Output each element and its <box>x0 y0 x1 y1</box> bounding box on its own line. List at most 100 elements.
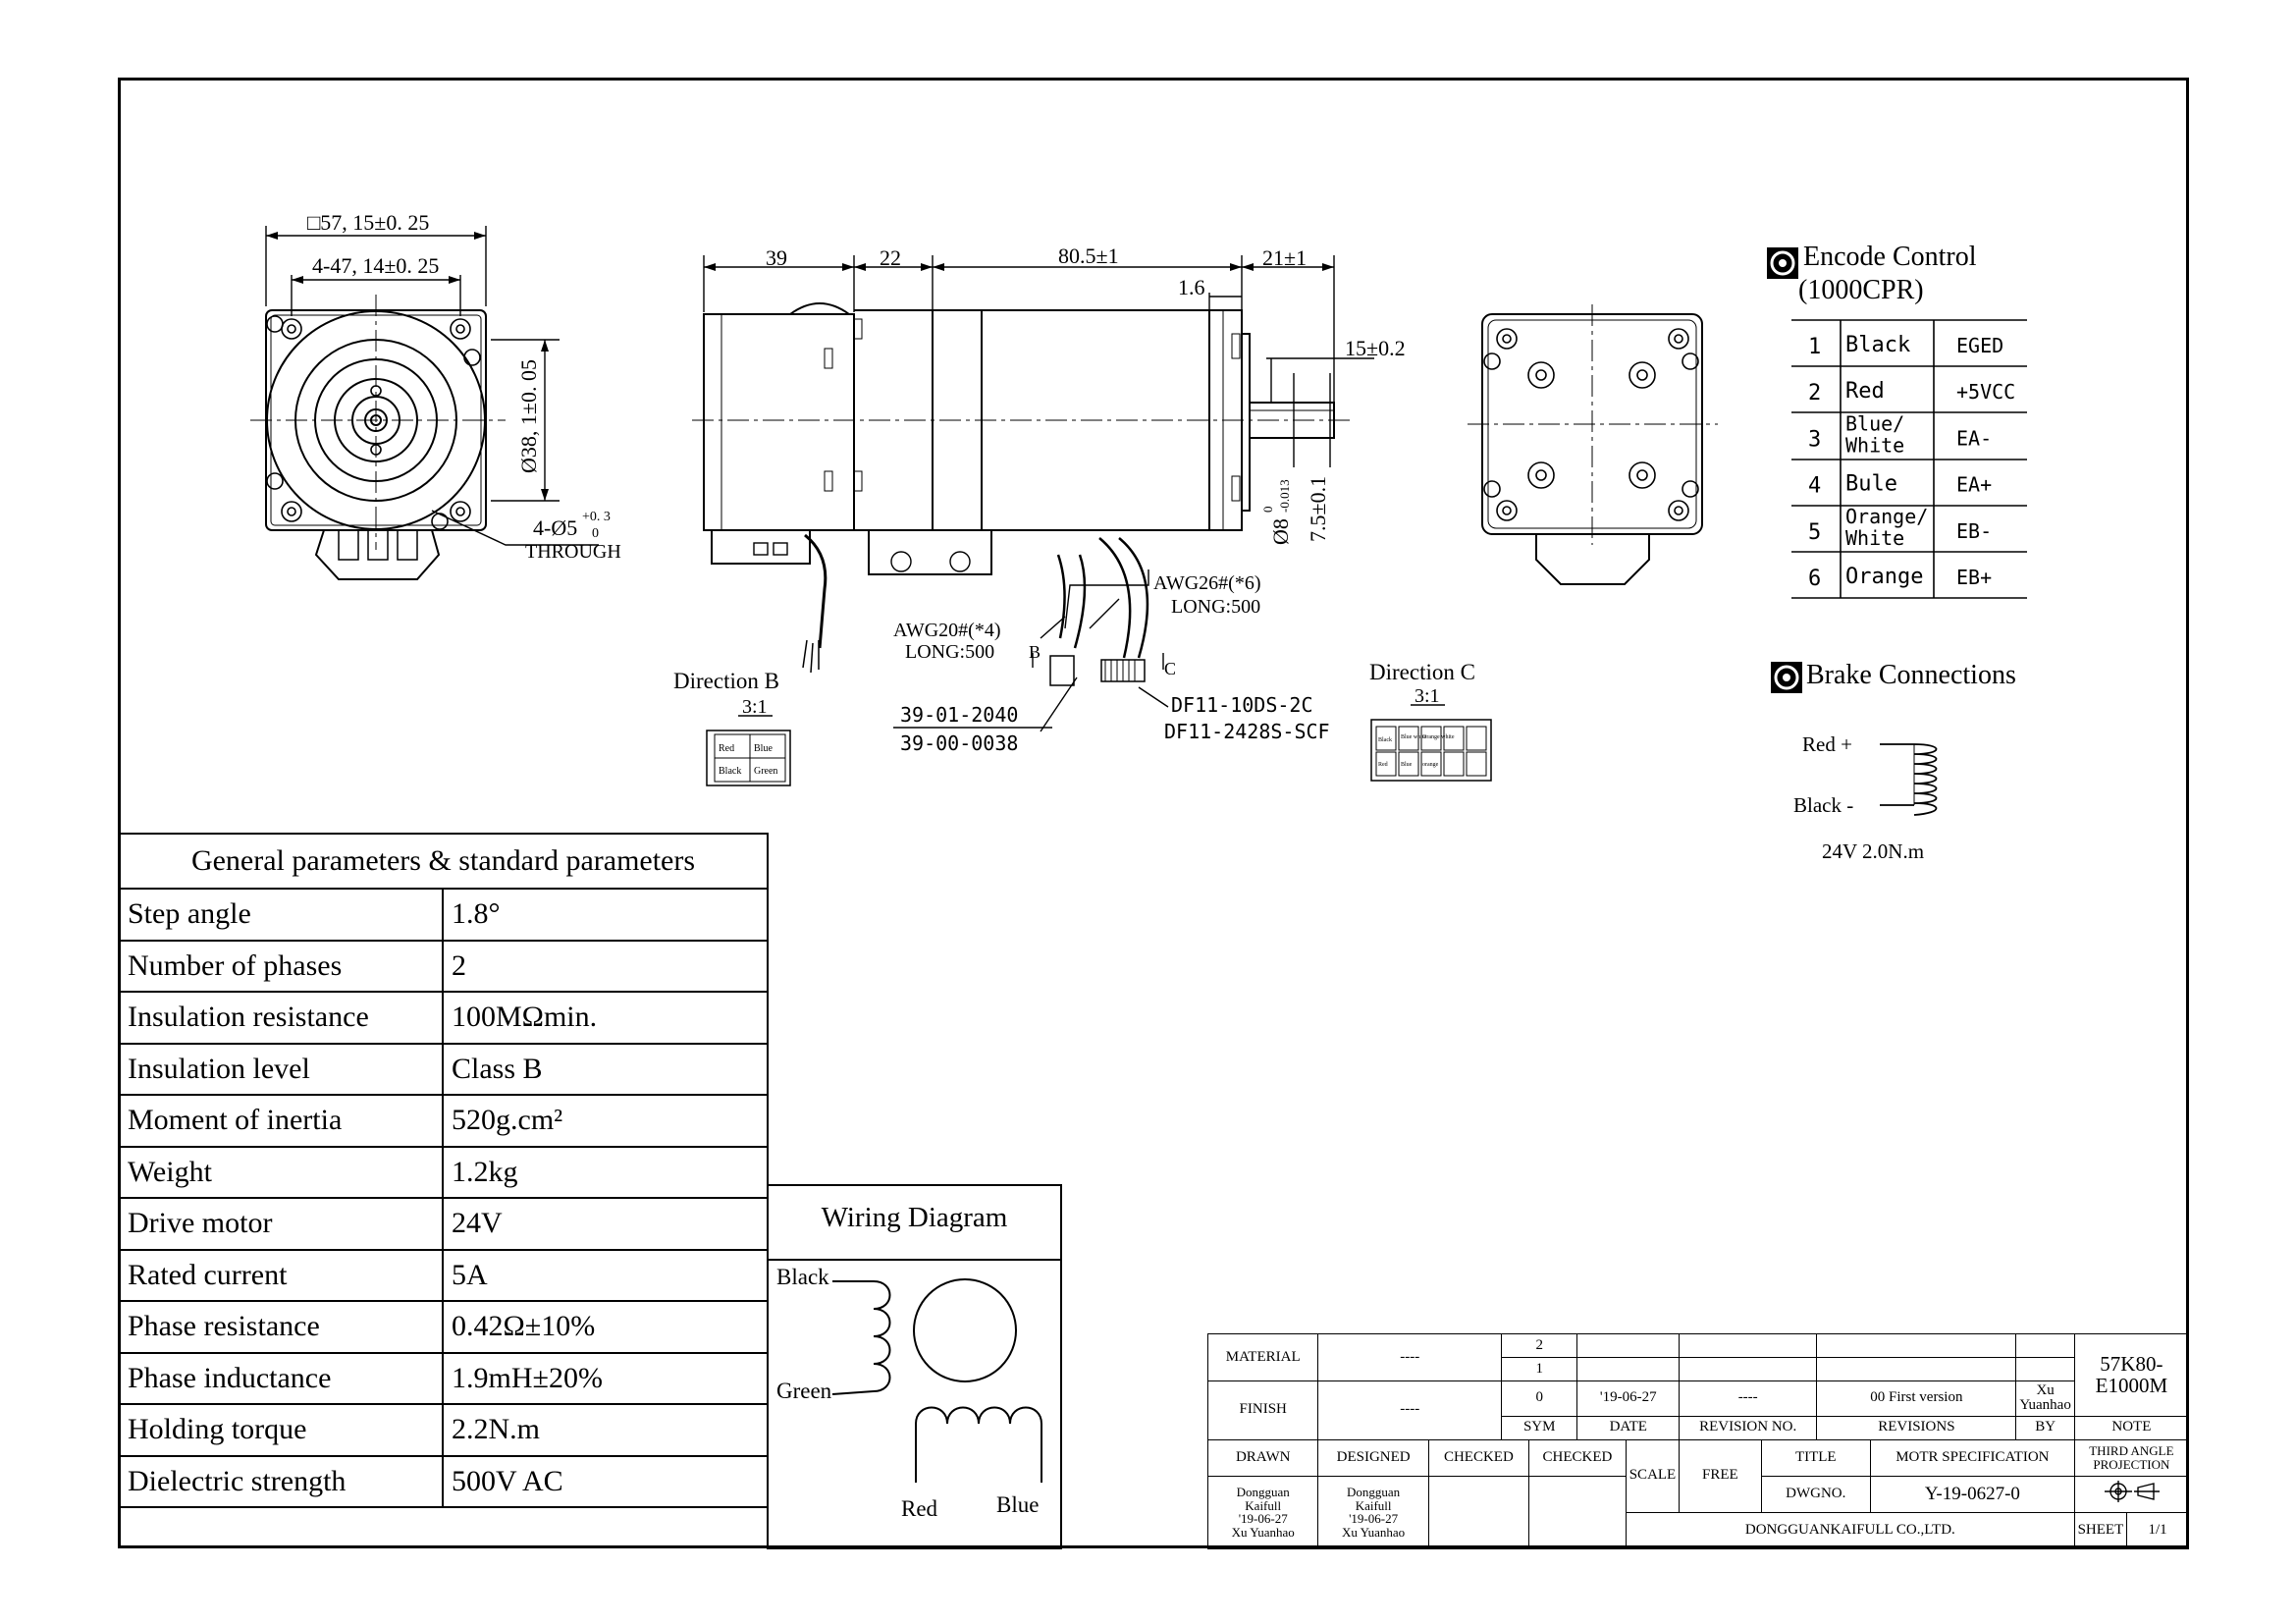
brake-coil <box>1880 743 1938 816</box>
parameter-value: 1.8° <box>442 888 769 942</box>
conn1-label-a: 39-01-2040 <box>900 703 1018 727</box>
dir-c-pin-3: Orange white <box>1422 734 1455 740</box>
encoder-signal: EA+ <box>1956 473 1992 497</box>
parameter-name: Number of phases <box>118 939 444 993</box>
wiring-diagram: Wiring Diagram Black Green Red Blue <box>767 1184 1062 1549</box>
dir-c-pin-2: Blue white <box>1401 734 1426 740</box>
projection-label: THIRD ANGLE PROJECTION <box>2073 1438 2190 1477</box>
parameter-name: Step angle <box>118 888 444 942</box>
encoder-wire-color-2: White <box>1845 433 1904 457</box>
scale-value: FREE <box>1679 1438 1762 1513</box>
wiring-symbols <box>831 1278 1042 1483</box>
dim-22-text: 22 <box>880 245 901 270</box>
direction-c-scale: 3:1 <box>1415 685 1440 707</box>
encoder-pin-number: 3 <box>1808 427 1821 452</box>
dim-shaft-tol-minus: -0.013 <box>1277 479 1292 513</box>
view-marker-b: B <box>1029 642 1041 662</box>
designed-by-line-3: '19-06-27 <box>1349 1511 1399 1527</box>
scale-label: SCALE <box>1625 1438 1681 1513</box>
encoder-target-icon <box>1767 247 1798 279</box>
parameter-value: 100MΩmin. <box>442 991 769 1045</box>
cable2-label-b: LONG:500 <box>905 641 994 663</box>
parameter-name: Insulation resistance <box>118 991 444 1045</box>
encoder-pin-number: 6 <box>1808 567 1821 591</box>
encoder-signal: EGED <box>1956 334 2003 357</box>
encoder-title: Encode Control <box>1803 242 1977 272</box>
encoder-pin-number: 5 <box>1808 520 1821 545</box>
header-date: DATE <box>1576 1415 1681 1440</box>
material-value: ---- <box>1317 1332 1503 1382</box>
front-view: □57, 15±0. 25 4-47, 14±0. 25 Ø38, 1±0. 0… <box>250 210 621 580</box>
dim-16-text: 1.6 <box>1178 275 1205 299</box>
dim-flat-text: 15±0.2 <box>1345 336 1406 360</box>
rotor-circle <box>913 1278 1017 1382</box>
parameter-name: Rated current <box>118 1248 444 1302</box>
dim-flat-depth-text: 7.5±0.1 <box>1306 476 1330 542</box>
dim-holes-text: 4-47, 14±0. 25 <box>312 253 439 278</box>
brake-plus-label: Red + <box>1802 732 1852 756</box>
wiring-label-red: Red <box>901 1496 938 1521</box>
phase-a-coil <box>831 1280 891 1395</box>
parameter-value: 24V <box>442 1197 769 1251</box>
header-note: NOTE <box>2073 1415 2190 1440</box>
designed-label: DESIGNED <box>1317 1438 1429 1477</box>
rear-view <box>1468 304 1718 585</box>
title-value: MOTR SPECIFICATION <box>1869 1438 2075 1477</box>
rev0-number: ---- <box>1679 1380 1818 1417</box>
finish-label: FINISH <box>1206 1380 1319 1440</box>
rev-sym-2: 2 <box>1501 1332 1578 1359</box>
rev-sym-1: 1 <box>1501 1357 1578 1382</box>
dim-shaft-text: 21±1 <box>1262 245 1307 270</box>
title-label: TITLE <box>1760 1438 1871 1477</box>
projection-icon <box>2105 1481 2161 1503</box>
dir-b-pin-red: Red <box>719 743 734 754</box>
encoder-wire-color: Orange/ <box>1845 505 1928 528</box>
dim-pilot-text: Ø38, 1±0. 05 <box>516 359 541 473</box>
conn1-label-b: 39-00-0038 <box>900 731 1018 755</box>
header-revision-no: REVISION NO. <box>1679 1415 1818 1440</box>
conn2-label-a: DF11-10DS-2C <box>1171 693 1313 717</box>
cable2-label-a: AWG20#(*4) <box>893 620 1000 641</box>
drawn-by-line-4: Xu Yuanhao <box>1231 1524 1295 1540</box>
encoder-signal: EA- <box>1956 426 1992 450</box>
brake-spec: 24V 2.0N.m <box>1822 839 1924 863</box>
dir-c-pin-6: orange <box>1422 762 1439 768</box>
cable1-label-a: AWG26#(*6) <box>1153 572 1260 594</box>
encoder-wire-color: Black <box>1845 333 1910 357</box>
material-label: MATERIAL <box>1206 1332 1319 1382</box>
dim-through-b-text: THROUGH <box>525 541 621 563</box>
dir-b-pin-green: Green <box>754 766 777 777</box>
drawn-by-line-1: Dongguan <box>1236 1485 1290 1500</box>
title-block: MATERIAL ---- 2 57K80-E1000M 1 FINISH --… <box>1206 1332 2190 1550</box>
sheet-label: SHEET <box>2073 1511 2128 1550</box>
finish-value: ---- <box>1317 1380 1503 1440</box>
drawn-by-line-3: '19-06-27 <box>1238 1511 1288 1527</box>
encoder-signal: EB+ <box>1956 566 1992 589</box>
encoder-pin-number: 2 <box>1808 381 1821 406</box>
view-marker-c: C <box>1164 659 1176 678</box>
header-revisions: REVISIONS <box>1816 1415 2017 1440</box>
dwgno-label: DWGNO. <box>1760 1475 1871 1513</box>
wiring-label-black: Black <box>776 1265 829 1289</box>
drawn-by: Dongguan Kaifull '19-06-27 Xu Yuanhao <box>1206 1475 1319 1550</box>
checked-label-1: CHECKED <box>1427 1438 1529 1477</box>
parameter-name: Phase resistance <box>118 1300 444 1354</box>
encoder-subtitle: (1000CPR) <box>1798 275 1924 305</box>
cable1-label-b: LONG:500 <box>1171 596 1260 618</box>
dir-c-pin-4: Red <box>1378 762 1388 768</box>
dim-through-tol-zero: 0 <box>592 526 599 541</box>
encoder-signal: +5VCC <box>1956 380 2015 404</box>
dwgno-value: Y-19-0627-0 <box>1869 1475 2075 1513</box>
dim-square-text: □57, 15±0. 25 <box>307 210 429 235</box>
parameter-value: Class B <box>442 1042 769 1096</box>
dim-through-a-text: 4-Ø5 <box>533 515 577 540</box>
parameter-name: Drive motor <box>118 1197 444 1251</box>
